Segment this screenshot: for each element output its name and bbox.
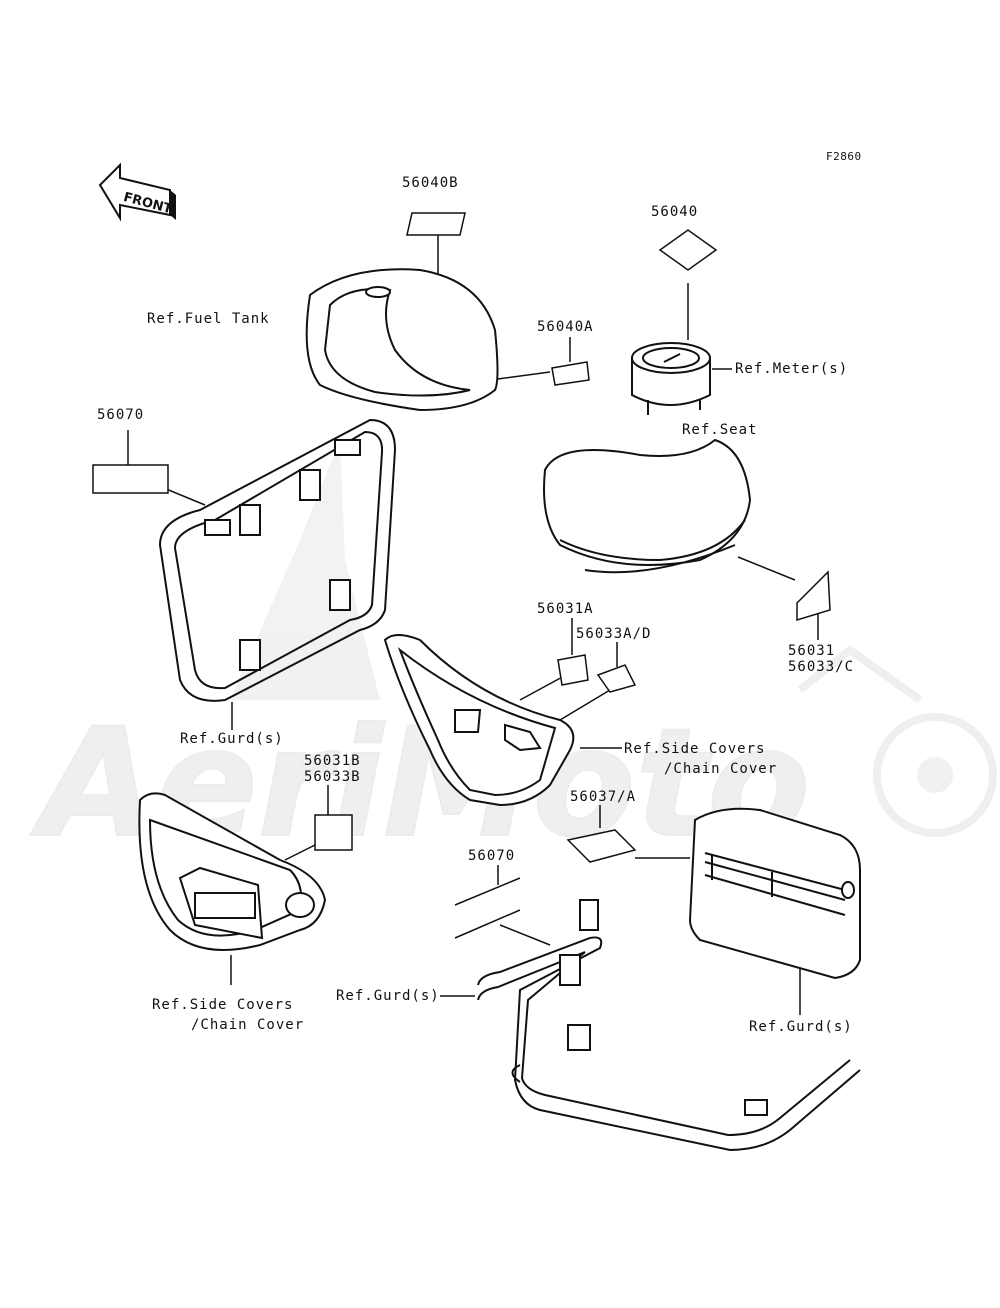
sticker-56037A bbox=[566, 829, 637, 863]
part-56070-bottom: 56070 bbox=[468, 848, 516, 864]
ref-gurd-top: Ref.Gurd(s) bbox=[180, 731, 284, 747]
ref-seat: Ref.Seat bbox=[682, 422, 758, 438]
part-56031B: 56031B bbox=[304, 753, 361, 769]
meter bbox=[631, 342, 711, 415]
seat bbox=[543, 438, 752, 574]
part-56070-top: 56070 bbox=[97, 407, 145, 423]
ref-gurd-box: Ref.Gurd(s) bbox=[749, 1019, 853, 1035]
sticker-56040 bbox=[658, 229, 718, 271]
part-56040: 56040 bbox=[651, 204, 699, 220]
ref-side-covers-left-line2: /Chain Cover bbox=[191, 1017, 305, 1033]
part-56033B: 56033B bbox=[304, 769, 361, 785]
part-56033AD: 56033A/D bbox=[576, 626, 652, 642]
sticker-56040B bbox=[406, 212, 466, 236]
sticker-56070-top bbox=[92, 464, 169, 494]
leader-lines bbox=[124, 232, 819, 1015]
ref-side-covers-left-line1: Ref.Side Covers bbox=[152, 997, 294, 1013]
part-56031: 56031 bbox=[788, 643, 836, 659]
side-cover-left bbox=[138, 792, 327, 951]
fuel-tank bbox=[305, 268, 499, 412]
sticker-56031B bbox=[314, 814, 353, 851]
ref-side-covers-right-line1: Ref.Side Covers bbox=[624, 741, 766, 757]
front-arrow-icon: FRONT bbox=[98, 162, 176, 222]
saddle-box bbox=[688, 807, 861, 980]
part-56033C: 56033/C bbox=[788, 659, 855, 675]
sticker-56031A bbox=[557, 654, 589, 686]
figure-id: F2860 bbox=[826, 150, 862, 163]
guard-bar-bottom bbox=[477, 899, 861, 1152]
sticker-56040A bbox=[551, 361, 590, 386]
part-56037A: 56037/A bbox=[570, 789, 637, 805]
sticker-shapes bbox=[92, 212, 831, 939]
ref-meter: Ref.Meter(s) bbox=[735, 361, 849, 377]
sticker-56070-bottom-line-2 bbox=[454, 909, 521, 939]
ref-fuel-tank: Ref.Fuel Tank bbox=[147, 311, 270, 327]
sticker-56031 bbox=[796, 570, 831, 622]
side-cover-right bbox=[383, 634, 575, 807]
ref-side-covers-right-line2: /Chain Cover bbox=[664, 761, 778, 777]
sticker-56033AD bbox=[596, 664, 637, 693]
part-56040A: 56040A bbox=[537, 319, 594, 335]
part-56031A: 56031A bbox=[537, 601, 594, 617]
part-56040B: 56040B bbox=[402, 175, 459, 191]
guard-frame-top bbox=[158, 418, 397, 702]
ref-gurd-bottom: Ref.Gurd(s) bbox=[336, 988, 440, 1004]
sticker-56070-bottom-line-1 bbox=[454, 877, 521, 906]
